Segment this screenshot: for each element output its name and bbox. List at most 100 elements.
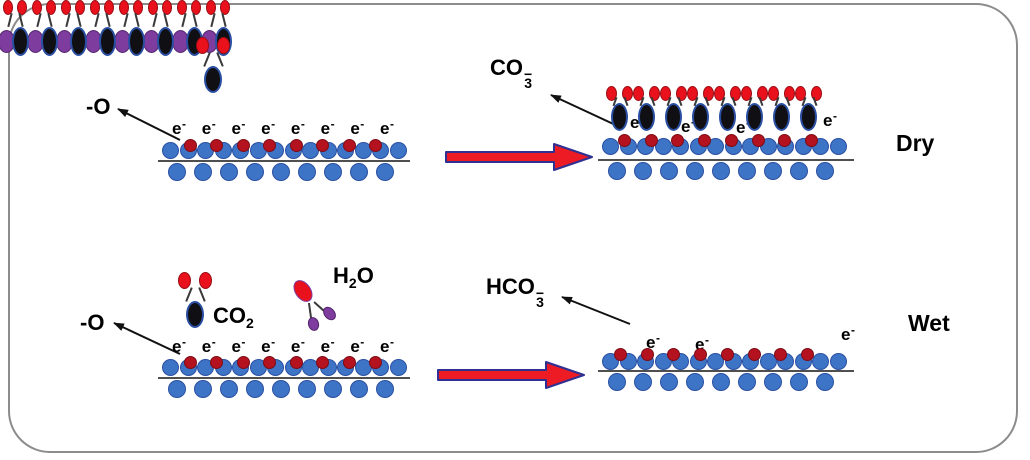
bond — [7, 13, 13, 27]
metal-atom — [764, 373, 782, 391]
metal-atom — [738, 373, 756, 391]
electron-row-wet-before: e- e-e-e-e-e-e-e- — [172, 335, 394, 356]
bicarbonate-release-arrow — [561, 296, 631, 325]
bond — [18, 13, 24, 27]
oxygen-atom — [289, 276, 317, 306]
metal-atom — [790, 373, 808, 391]
surface-bottom-layer-wet-before — [168, 380, 394, 398]
surface-oxygen-site — [263, 356, 277, 369]
adsorbed-co2-molecule — [687, 86, 715, 131]
carbon-atom — [665, 103, 682, 131]
surface-oxygen-site — [368, 356, 382, 369]
bond — [181, 13, 187, 27]
bond — [185, 287, 193, 302]
metal-atom — [707, 353, 724, 370]
oxygen-atom — [217, 37, 230, 54]
metal-atom — [350, 380, 368, 398]
electron-label: e- — [231, 335, 246, 356]
adsorbed-co2-molecule — [741, 86, 769, 131]
bond — [192, 13, 198, 27]
oxygen-atom — [119, 0, 129, 15]
adsorbed-co2-row — [606, 86, 822, 131]
oxygen-atom — [133, 0, 143, 15]
surface-oxygen-site — [778, 134, 792, 147]
surface-oxygen-site — [263, 139, 277, 152]
bond — [210, 13, 216, 27]
hydroxyl-co2-pair — [56, 0, 87, 57]
oxygen-atom — [17, 0, 27, 15]
oxygen-site-row-wet-after — [614, 348, 814, 361]
oxygen-atom — [622, 86, 633, 101]
metal-atom — [194, 380, 212, 398]
oxygen-atom — [220, 0, 230, 15]
hydroxyl-co2-pair — [0, 0, 29, 57]
electron-label: e- — [172, 335, 186, 356]
bond — [198, 287, 206, 302]
oxygen-site-row-dry-after — [618, 134, 818, 147]
surface-oxygen-site — [724, 134, 738, 147]
adsorbed-co2-molecule — [633, 86, 661, 131]
surface-oxygen-site — [316, 139, 330, 152]
adsorbed-co2-molecule — [768, 86, 796, 131]
metal-atom — [389, 359, 407, 376]
oxygen-atom — [784, 86, 795, 101]
carbon-atom — [41, 27, 58, 56]
hydroxyl-co2-pair — [27, 0, 58, 57]
carbonate-label: CO−3 — [490, 55, 533, 91]
surface-oxygen-site — [236, 356, 250, 369]
bond — [221, 13, 227, 27]
metal-atom — [660, 162, 678, 180]
reaction-arrow-wet — [437, 361, 585, 389]
metal-atom — [712, 373, 730, 391]
surface-top-layer-dry-after — [602, 138, 847, 155]
metal-atom — [168, 380, 186, 398]
surface-oxygen-site — [671, 134, 685, 147]
metal-atom — [602, 138, 619, 155]
bond — [105, 13, 111, 27]
surface-oxygen-site — [698, 134, 712, 147]
carbon-atom — [128, 27, 145, 56]
surface-oxygen-site — [751, 134, 765, 147]
metal-atom — [246, 380, 264, 398]
surface-oxygen-site — [342, 356, 356, 369]
electron-label: e- — [380, 117, 394, 138]
oxygen-atom — [687, 86, 698, 101]
metal-atom — [389, 142, 407, 159]
oxygen-atom — [177, 0, 187, 15]
surface-oxygen-site — [747, 348, 761, 361]
carbon-atom — [773, 103, 790, 131]
oxygen-atom — [757, 86, 768, 101]
metal-atom — [376, 163, 394, 181]
oxygen-atom — [32, 0, 42, 15]
co2-label: CO2 — [213, 303, 254, 331]
surface-oxygen-site — [614, 348, 627, 361]
electron-label: e- — [290, 117, 305, 138]
hydroxyl-co2-pair — [114, 0, 145, 57]
condition-label-wet: Wet — [908, 310, 950, 336]
metal-atom — [686, 162, 704, 180]
bond — [36, 13, 42, 27]
oxygen-atom — [811, 86, 822, 101]
oxygen-atom — [606, 86, 617, 101]
condition-label-dry: Dry — [896, 130, 935, 156]
surface-oxygen-site — [289, 356, 303, 369]
oxygen-atom — [199, 272, 212, 289]
metal-atom — [272, 163, 290, 181]
metal-atom — [712, 162, 730, 180]
oxygen-atom — [703, 86, 714, 101]
surface-oxygen-site — [210, 139, 224, 152]
oxygen-release-arrow-dry — [117, 108, 181, 141]
metal-atom — [738, 162, 756, 180]
electron-label: e- — [201, 335, 216, 356]
metal-atom — [608, 162, 626, 180]
electron-label: e- — [320, 335, 335, 356]
oxygen-atom — [46, 0, 56, 15]
oxygen-atom — [3, 0, 13, 15]
oxygen-atom — [191, 0, 201, 15]
electron-label: e- — [823, 109, 837, 130]
reaction-arrow-dry — [445, 143, 593, 171]
oxygen-site-row-wet-before — [184, 356, 382, 369]
oxygen-atom — [649, 86, 660, 101]
surface-oxygen-site — [644, 134, 658, 147]
